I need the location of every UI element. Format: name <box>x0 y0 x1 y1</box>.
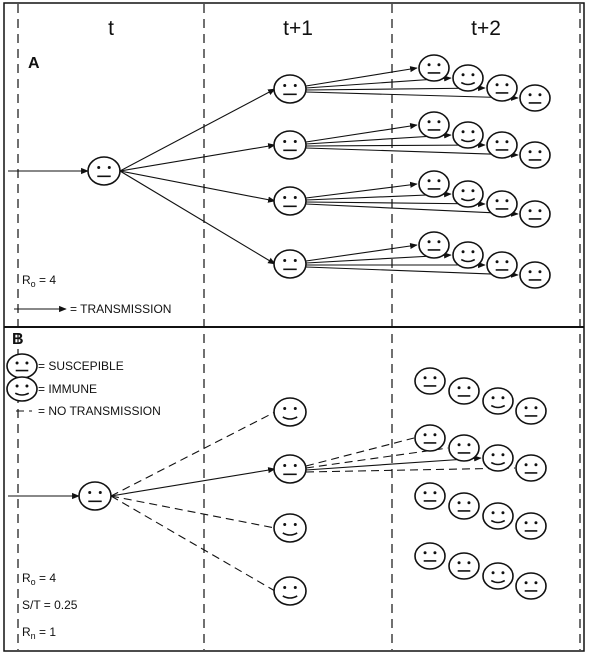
secondary-case-a-1-3-face-icon <box>486 74 518 102</box>
secondary-no-transmission-b-2 <box>305 447 449 469</box>
secondary-case-a-2-1-face-icon <box>418 111 450 139</box>
secondary-case-b-4-1-face-icon <box>414 542 446 570</box>
secondary-case-b-1-1-face-icon <box>414 367 446 395</box>
secondary-case-b-4-3-face-icon <box>482 562 514 590</box>
index-case-a-face-icon <box>87 156 121 186</box>
secondary-case-a-3-2-face-icon <box>452 180 484 208</box>
individuals <box>6 54 551 606</box>
secondary-case-b-4-4-face-icon <box>515 572 547 600</box>
panel-a-tag: A <box>28 55 40 72</box>
secondary-case-a-1-1-face-icon <box>418 54 450 82</box>
legend-no-transmission-label: = NO TRANSMISSION <box>38 404 161 418</box>
secondary-arrow-a-1-4 <box>305 91 519 101</box>
legend-immune-label: = IMMUNE <box>38 382 97 396</box>
primary-case-b-3-face-icon <box>273 513 307 543</box>
secondary-arrow-a-2-4 <box>305 147 519 158</box>
primary-case-a-2-face-icon <box>273 130 307 160</box>
secondary-case-b-1-4-face-icon <box>515 397 547 425</box>
secondary-arrow-a-2-3 <box>305 141 486 149</box>
secondary-case-a-4-2-face-icon <box>452 241 484 269</box>
primary-arrow-b-2 <box>110 467 276 497</box>
secondary-case-a-4-1-face-icon <box>418 231 450 259</box>
no-transmission-line-b-4 <box>110 495 276 592</box>
primary-case-b-4-face-icon <box>273 576 307 606</box>
legend-susceptible-face-icon <box>6 353 38 379</box>
column-header-t1: t+1 <box>283 17 313 40</box>
secondary-case-a-1-2-face-icon <box>452 64 484 92</box>
panel-b-r0-label: Ro = 4 <box>22 571 56 587</box>
primary-case-b-2-face-icon <box>273 454 307 484</box>
secondary-case-b-3-1-face-icon <box>414 482 446 510</box>
secondary-case-b-2-2-face-icon <box>448 434 480 462</box>
secondary-case-a-1-4-face-icon <box>519 84 551 112</box>
secondary-arrow-a-3-1 <box>305 181 418 199</box>
secondary-case-a-2-4-face-icon <box>519 141 551 169</box>
primary-case-a-3-face-icon <box>273 186 307 216</box>
panel-a-r0-label: Ro = 4 <box>22 273 56 289</box>
primary-case-b-1-face-icon <box>273 397 307 427</box>
secondary-arrow-a-1-3 <box>305 84 486 92</box>
secondary-arrow-a-1-1 <box>305 66 418 87</box>
secondary-case-b-1-2-face-icon <box>448 377 480 405</box>
transmission-arrows <box>8 66 519 592</box>
legend-immune-face-icon <box>6 376 38 402</box>
primary-case-a-1-face-icon <box>273 74 307 104</box>
primary-arrow-a-4 <box>119 170 276 265</box>
primary-arrow-a-1 <box>119 88 276 172</box>
no-transmission-line-b-3 <box>110 495 276 529</box>
panel-b-rn-label: Rn = 1 <box>22 625 56 641</box>
secondary-arrow-b <box>305 455 482 471</box>
secondary-case-b-2-1-face-icon <box>414 424 446 452</box>
secondary-case-a-2-3-face-icon <box>486 131 518 159</box>
secondary-case-b-1-3-face-icon <box>482 387 514 415</box>
secondary-case-a-4-3-face-icon <box>486 251 518 279</box>
secondary-no-transmission-b-1 <box>305 437 415 467</box>
legend-susceptible-label: = SUSCEPIBLE <box>38 359 124 373</box>
secondary-case-b-3-3-face-icon <box>482 502 514 530</box>
panel-b-st-label: S/T = 0.25 <box>22 598 78 612</box>
secondary-case-a-3-1-face-icon <box>418 170 450 198</box>
secondary-arrow-a-4-1 <box>305 242 418 262</box>
secondary-case-b-4-2-face-icon <box>448 552 480 580</box>
secondary-case-a-2-2-face-icon <box>452 121 484 149</box>
transmission-legend-label: = TRANSMISSION <box>70 302 171 316</box>
secondary-arrow-a-3-4 <box>305 203 519 217</box>
secondary-case-b-2-3-face-icon <box>482 444 514 472</box>
secondary-case-a-3-3-face-icon <box>486 190 518 218</box>
secondary-arrow-a-2-1 <box>305 123 418 143</box>
primary-case-a-4-face-icon <box>273 249 307 279</box>
no-transmission-line-b-1 <box>110 411 276 497</box>
secondary-case-a-4-4-face-icon <box>519 261 551 289</box>
index-case-b-face-icon <box>78 481 112 511</box>
secondary-no-transmission-b-4 <box>305 467 516 473</box>
secondary-arrow-a-3-3 <box>305 200 486 208</box>
primary-arrow-a-3 <box>119 170 276 203</box>
panel-b-tag: B <box>12 331 24 348</box>
secondary-case-b-3-4-face-icon <box>515 512 547 540</box>
secondary-case-a-3-4-face-icon <box>519 200 551 228</box>
secondary-case-b-2-4-face-icon <box>515 454 547 482</box>
column-header-t: t <box>108 17 114 40</box>
column-header-t2: t+2 <box>471 17 501 40</box>
secondary-arrow-a-4-4 <box>305 266 519 278</box>
secondary-case-b-3-2-face-icon <box>448 492 480 520</box>
primary-arrow-a-2 <box>119 143 276 172</box>
